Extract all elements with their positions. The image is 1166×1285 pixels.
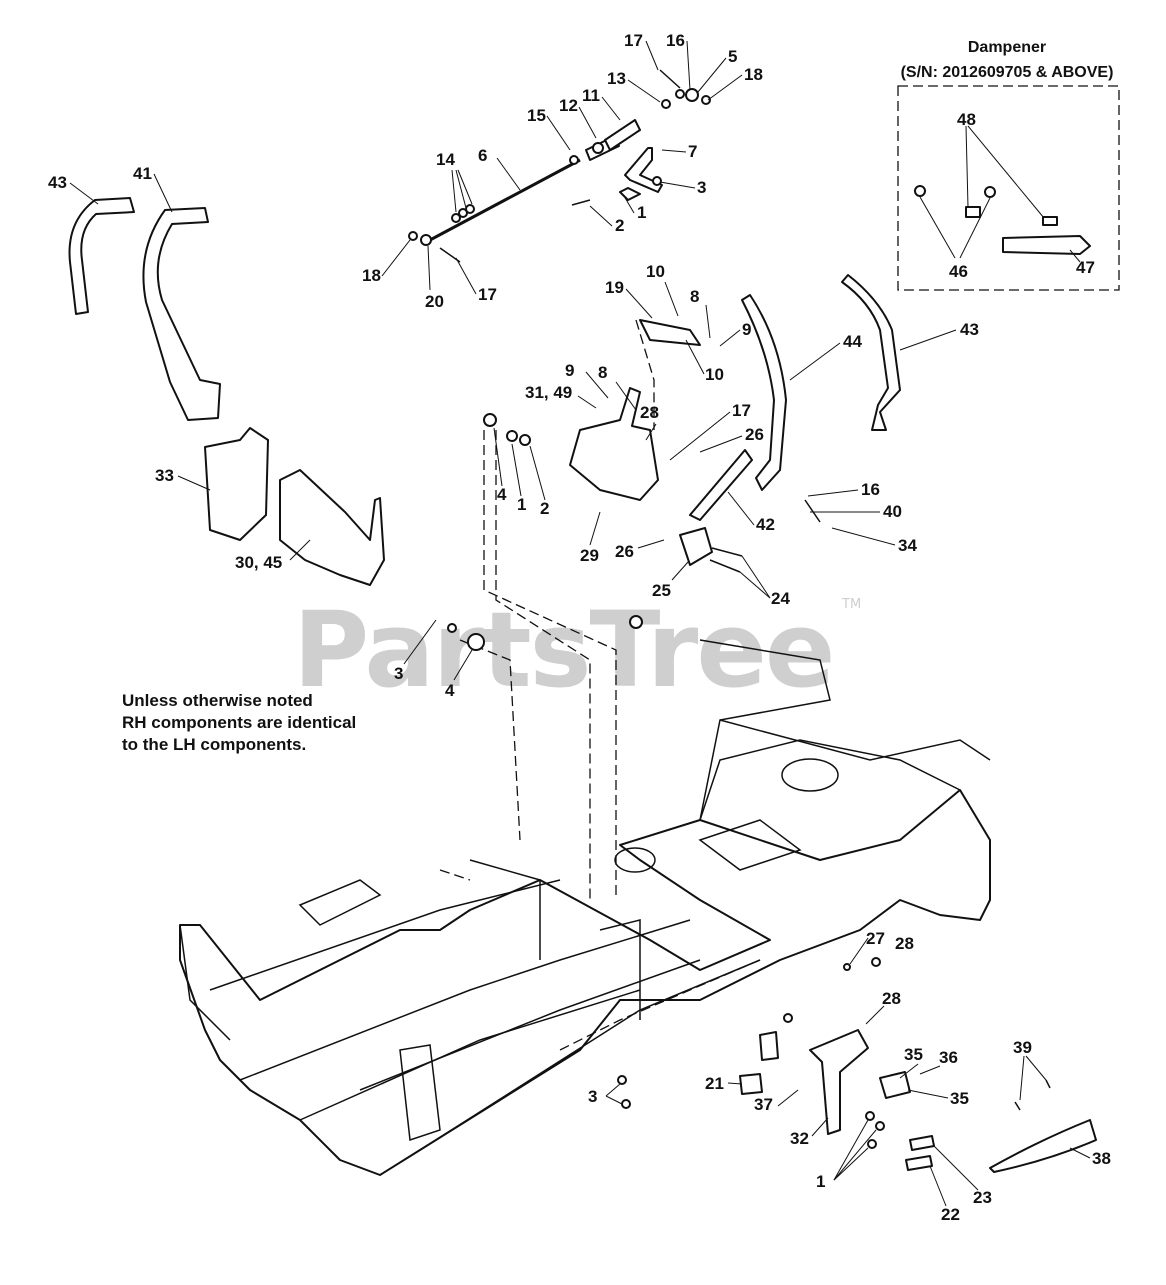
callout-1c: 1 xyxy=(816,1172,825,1191)
callout-28b: 28 xyxy=(895,934,914,953)
callout-26b: 26 xyxy=(615,542,634,561)
callout-25: 25 xyxy=(652,581,671,600)
control-assembly xyxy=(447,274,901,651)
callout-1b: 1 xyxy=(517,495,526,514)
callout-36: 36 xyxy=(939,1048,958,1067)
callout-29: 29 xyxy=(580,546,599,565)
callout-17c: 17 xyxy=(732,401,751,420)
callout-12: 12 xyxy=(559,96,578,115)
rh-lh-note: Unless otherwise noted RH components are… xyxy=(122,690,356,756)
callout-8b: 8 xyxy=(598,363,607,382)
callout-4b: 4 xyxy=(445,681,455,700)
callout-28: 28 xyxy=(640,403,659,422)
callout-1: 1 xyxy=(637,203,646,222)
callout-35: 35 xyxy=(904,1045,923,1064)
callout-17: 17 xyxy=(624,31,643,50)
left-handles xyxy=(68,197,221,421)
callout-2b: 2 xyxy=(540,499,549,518)
dampener-subtitle: (S/N: 2012609705 & ABOVE) xyxy=(901,64,1114,81)
callout-8: 8 xyxy=(690,287,699,306)
callout-40: 40 xyxy=(883,502,902,521)
callout-31-49: 31, 49 xyxy=(525,383,572,402)
callout-17b: 17 xyxy=(478,285,497,304)
chassis-frame xyxy=(179,639,991,1176)
callout-14: 14 xyxy=(436,150,455,169)
callout-2: 2 xyxy=(615,216,624,235)
callout-16b: 16 xyxy=(861,480,880,499)
note-line-1: Unless otherwise noted xyxy=(122,691,313,710)
callout-22: 22 xyxy=(941,1205,960,1224)
callout-47: 47 xyxy=(1076,258,1095,277)
callout-44: 44 xyxy=(843,332,862,351)
left-brackets xyxy=(204,427,385,586)
callout-38: 38 xyxy=(1092,1149,1111,1168)
callout-26: 26 xyxy=(745,425,764,444)
right-lower-bracket xyxy=(617,957,1097,1173)
callout-9: 9 xyxy=(742,320,751,339)
callout-34: 34 xyxy=(898,536,917,555)
callout-3b: 3 xyxy=(394,664,403,683)
callout-13: 13 xyxy=(607,69,626,88)
callout-33: 33 xyxy=(155,466,174,485)
callout-5: 5 xyxy=(728,47,737,66)
callout-6: 6 xyxy=(478,146,487,165)
callout-48: 48 xyxy=(957,110,976,129)
note-line-3: to the LH components. xyxy=(122,735,307,754)
callout-28c: 28 xyxy=(882,989,901,1008)
callout-23: 23 xyxy=(973,1188,992,1207)
callout-30-45: 30, 45 xyxy=(235,553,282,572)
callout-18b: 18 xyxy=(362,266,381,285)
callout-7: 7 xyxy=(688,142,697,161)
note-line-2: RH components are identical xyxy=(122,713,357,732)
callout-19: 19 xyxy=(605,278,624,297)
callout-35b: 35 xyxy=(950,1089,969,1108)
callout-10: 10 xyxy=(646,262,665,281)
callout-21: 21 xyxy=(705,1074,724,1093)
callout-3c: 3 xyxy=(588,1087,597,1106)
watermark-tm: TM xyxy=(841,597,861,612)
callout-18: 18 xyxy=(744,65,763,84)
callout-4: 4 xyxy=(497,485,507,504)
callout-15: 15 xyxy=(527,106,546,125)
watermark: PartsTree xyxy=(293,589,833,711)
callout-42: 42 xyxy=(756,515,775,534)
callout-43b: 43 xyxy=(960,320,979,339)
dampener-inset-box xyxy=(897,85,1120,291)
callout-3: 3 xyxy=(697,178,706,197)
callout-32: 32 xyxy=(790,1129,809,1148)
callout-24: 24 xyxy=(771,589,790,608)
callout-46: 46 xyxy=(949,262,968,281)
callout-43: 43 xyxy=(48,173,67,192)
callout-41: 41 xyxy=(133,164,152,183)
callout-27: 27 xyxy=(866,929,885,948)
callout-11: 11 xyxy=(582,86,600,105)
callout-20: 20 xyxy=(425,292,444,311)
dampener-parts xyxy=(914,125,1091,263)
leader-lines xyxy=(69,40,1091,1207)
callout-16: 16 xyxy=(666,31,685,50)
callout-10b: 10 xyxy=(705,365,724,384)
dampener-title: Dampener xyxy=(968,39,1046,56)
callout-39: 39 xyxy=(1013,1038,1032,1057)
callout-37: 37 xyxy=(754,1095,773,1114)
callout-9b: 9 xyxy=(565,361,574,380)
callout-labels: 17 16 5 18 13 11 12 15 7 6 14 3 1 2 18 2… xyxy=(48,31,1111,1224)
